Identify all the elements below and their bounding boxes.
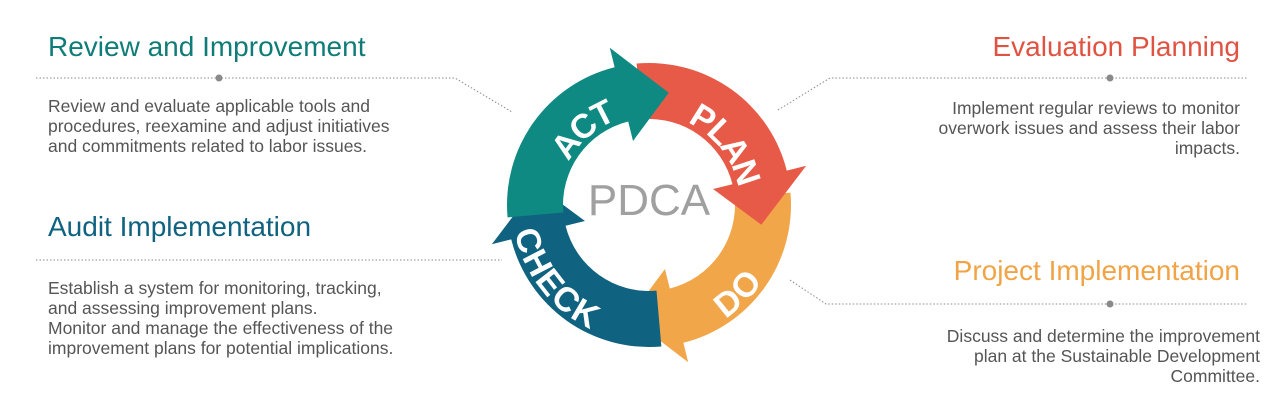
section-project-desc: Discuss and determine the improvement pl… — [947, 326, 1260, 386]
section-review-line-2: procedures, reexamine and adjust initiat… — [48, 116, 390, 136]
section-evaluation: Evaluation Planning Implement regular re… — [820, 30, 1240, 180]
section-review-title: Review and Improvement — [48, 31, 366, 62]
cycle-segment-plan — [636, 62, 807, 225]
section-audit-line-2: and assessing improvement plans. — [48, 298, 318, 318]
section-project-line-2: plan at the Sustainable Development — [973, 346, 1260, 366]
section-evaluation-line-2: overwork issues and assess their labor — [938, 118, 1240, 138]
section-audit-line-3: Monitor and manage the effectiveness of … — [48, 318, 394, 338]
section-review: Review and Improvement Review and evalua… — [48, 30, 468, 170]
section-audit-line-4: improvement plans for potential implicat… — [48, 338, 394, 358]
connector-dot-project — [1106, 300, 1114, 308]
section-project: Project Implementation Discuss and deter… — [820, 254, 1260, 404]
section-project-line-3: Committee. — [1170, 366, 1260, 386]
section-audit: Audit Implementation Establish a system … — [48, 210, 468, 380]
section-audit-line-1: Establish a system for monitoring, track… — [48, 278, 382, 298]
connector-dot-review — [215, 74, 223, 82]
cycle-segment-act — [506, 47, 669, 218]
section-audit-desc: Establish a system for monitoring, track… — [48, 278, 393, 358]
connector-project — [789, 279, 1248, 305]
section-review-line-1: Review and evaluate applicable tools and — [48, 96, 371, 116]
section-evaluation-line-1: Implement regular reviews to monitor — [952, 98, 1240, 118]
section-project-line-1: Discuss and determine the improvement — [946, 326, 1260, 346]
section-review-desc: Review and evaluate applicable tools and… — [48, 96, 389, 156]
pdca-center-label: PDCA — [588, 176, 711, 225]
connector-review — [36, 77, 513, 113]
section-review-line-3: and commitments related to labor issues. — [48, 136, 368, 156]
section-project-title: Project Implementation — [953, 255, 1240, 286]
section-audit-title: Audit Implementation — [48, 211, 312, 242]
cycle-segment-do — [629, 192, 792, 363]
connector-dot-evaluation — [1106, 74, 1114, 82]
section-evaluation-desc: Implement regular reviews to monitor ove… — [938, 98, 1240, 158]
section-evaluation-line-3: impacts. — [1174, 138, 1240, 158]
cycle-segment-check — [491, 185, 662, 348]
section-evaluation-title: Evaluation Planning — [992, 31, 1240, 62]
